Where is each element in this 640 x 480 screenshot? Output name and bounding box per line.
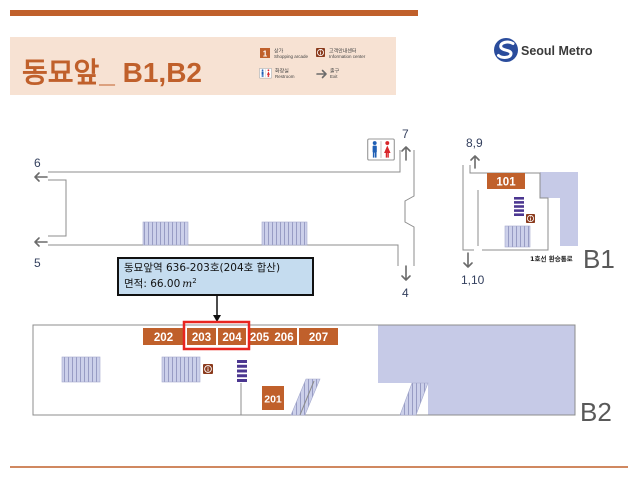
- information-center-icon: [203, 364, 213, 374]
- shop-number: 207: [309, 332, 328, 344]
- exit-arrow-down-icon: [401, 265, 411, 281]
- top-accent-bar: [10, 10, 418, 16]
- exit-arrow-icon: [316, 69, 327, 79]
- b1-wall: [404, 150, 415, 266]
- b1-walls: [48, 150, 415, 266]
- transfer-passage-label: 1호선 환승통로: [530, 254, 573, 263]
- shop-101: 101: [487, 173, 525, 189]
- shop-206: 206: [271, 328, 297, 345]
- highlighted-shops-frame: [182, 320, 251, 351]
- exit-1-10: 1,10: [461, 252, 485, 287]
- seoul-metro-logo-icon: [494, 38, 518, 62]
- stairs-icon: [142, 221, 189, 246]
- exit-6: 6: [34, 156, 48, 182]
- b1-wall: [48, 150, 401, 173]
- legend-label-en: Exit: [330, 74, 338, 79]
- exit-arrow-down-icon: [463, 252, 473, 268]
- restroom-icon: [259, 68, 272, 79]
- floor-b1: 6 5 7 4 8,9 1,10: [34, 127, 615, 300]
- legend-label-ko: 고객안내센터: [329, 48, 357, 55]
- shopping-arcade-symbol: 1: [263, 49, 268, 58]
- b2-platform-area: [378, 325, 575, 415]
- callout-pointer-arrow-icon: [213, 315, 221, 322]
- legend-item-information-center: 고객안내센터 Information center: [316, 48, 366, 59]
- information-center-icon: [526, 214, 535, 223]
- callout-box: [117, 257, 314, 296]
- header-background: [10, 37, 396, 95]
- shop-201: 201: [262, 386, 284, 410]
- shop-202: 202: [143, 328, 184, 345]
- shop-number: 201: [264, 394, 282, 406]
- exit-label: 1,10: [461, 273, 485, 287]
- legend-label-en: Shopping arcade: [274, 54, 309, 59]
- area-unit-exponent: 2: [192, 277, 196, 285]
- floor-label-b1: B1: [583, 244, 615, 274]
- exit-4: 4: [401, 265, 411, 300]
- floor-b2: 202 203 204 205 206 207: [32, 320, 612, 427]
- exit-arrow-up-icon: [470, 155, 480, 169]
- area-value: 면적: 66.00: [124, 278, 180, 290]
- exit-arrow-up-icon: [401, 146, 411, 161]
- exit-arrow-left-icon: [34, 172, 48, 182]
- shop-number: 205: [250, 332, 270, 344]
- legend-item-shopping-arcade: 1 상가 Shopping arcade: [260, 48, 309, 59]
- seoul-metro-logo: Seoul Metro: [494, 38, 593, 62]
- b1-wall: [48, 179, 67, 237]
- exit-5: 5: [34, 237, 48, 270]
- stairs-marker-icon: [237, 360, 247, 382]
- information-center-icon: [316, 48, 325, 57]
- legend-label-ko: 출구: [330, 68, 340, 75]
- stairs-icon: [261, 221, 308, 246]
- restroom-icon: [367, 138, 395, 161]
- shop-number: 206: [274, 332, 293, 344]
- shop-number: 202: [154, 332, 173, 344]
- area-unit: m: [182, 278, 192, 290]
- stairs-icon: [504, 225, 531, 248]
- exit-label: 6: [34, 156, 41, 170]
- page-title: 동묘앞_ B1,B2: [22, 57, 202, 88]
- legend-label-ko: 상가: [274, 48, 284, 55]
- legend-label-en: Restroom: [275, 74, 295, 79]
- b1-right-walls: [462, 165, 549, 251]
- stairs-marker-icon: [514, 197, 524, 216]
- callout-title: 동묘앞역 636-203호(204호 합산): [124, 262, 280, 274]
- shop-number: 203: [192, 332, 211, 344]
- exit-label: 8,9: [466, 136, 483, 150]
- exit-label: 7: [402, 127, 409, 141]
- floor-label-b2: B2: [580, 397, 612, 427]
- shop-number: 204: [222, 332, 242, 344]
- legend-label-en: Information center: [329, 54, 366, 59]
- legend-item-restroom: 화장실 Restroom: [259, 68, 295, 79]
- exit-label: 5: [34, 256, 41, 270]
- exit-8-9: 8,9: [466, 136, 483, 169]
- shop-204: 204: [218, 328, 246, 345]
- stairs-icon: [290, 378, 321, 416]
- b2-wall: [299, 380, 315, 416]
- b2-shop-row: 202 203 204 205 206 207: [143, 328, 338, 345]
- logo-text: Seoul Metro: [521, 44, 593, 58]
- legend-item-exit: 출구 Exit: [316, 68, 340, 79]
- legend-label-ko: 화장실: [275, 68, 289, 75]
- shop-number: 101: [496, 177, 516, 189]
- transfer-area: [540, 172, 578, 246]
- b1-wall: [462, 165, 474, 251]
- exit-arrow-left-icon: [34, 237, 48, 247]
- stairs-icon: [161, 356, 201, 383]
- exit-label: 4: [402, 286, 409, 300]
- shop-205: 205: [248, 328, 271, 345]
- exit-7: 7: [401, 127, 411, 161]
- b1-wall: [469, 165, 549, 251]
- shopping-arcade-icon: 1: [260, 48, 270, 58]
- header-banner: 동묘앞_ B1,B2 1 상가 Shopping arcade 고객안내센터 I…: [10, 37, 396, 95]
- shop-207: 207: [299, 328, 338, 345]
- shop-203: 203: [187, 328, 216, 345]
- stairs-icon: [399, 382, 429, 416]
- legend: 1 상가 Shopping arcade 고객안내센터 Information …: [259, 48, 366, 79]
- stairs-icon: [61, 356, 101, 383]
